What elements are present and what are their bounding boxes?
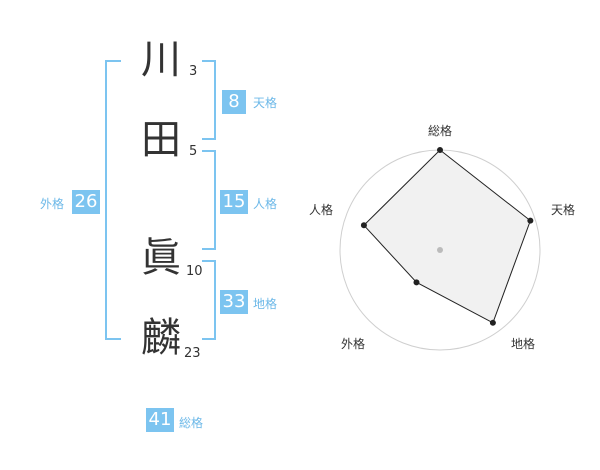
radar-shape xyxy=(363,149,531,324)
tenkaku-value-badge: 8 xyxy=(222,90,246,114)
name-char-2: 田 xyxy=(141,117,181,163)
radar-point-1 xyxy=(437,147,443,153)
jinkaku-label: 人格 xyxy=(253,197,278,211)
radar-label-chikaku: 地格 xyxy=(511,337,536,351)
radar-point-4 xyxy=(413,279,420,286)
gaikaku-label: 外格 xyxy=(40,197,65,211)
radar-label-gaikaku: 外格 xyxy=(341,337,366,351)
chikaku-label: 地格 xyxy=(253,297,278,311)
stroke-count-1: 3 xyxy=(189,64,198,79)
tenkaku-label: 天格 xyxy=(253,96,278,110)
radar-point-3 xyxy=(489,319,496,326)
radar-points xyxy=(360,147,534,326)
radar-label-tenkaku: 天格 xyxy=(551,203,576,217)
radar-point-2 xyxy=(527,217,534,224)
radar-point-5 xyxy=(360,222,367,229)
name-char-4: 麟 xyxy=(141,315,181,361)
chikaku-value-badge: 33 xyxy=(220,290,248,314)
name-char-1: 川 xyxy=(141,37,181,83)
jinkaku-value-badge: 15 xyxy=(220,190,248,214)
name-char-3: 眞 xyxy=(141,235,181,281)
stroke-count-2: 5 xyxy=(189,144,198,159)
soukaku-value-badge: 41 xyxy=(146,408,174,432)
chikaku-bracket xyxy=(202,260,216,340)
radar-label-jinkaku: 人格 xyxy=(309,203,334,217)
jinkaku-bracket xyxy=(202,150,216,250)
stroke-count-3: 10 xyxy=(186,264,203,279)
soukaku-label: 総格 xyxy=(179,416,204,430)
gaikaku-value-badge: 26 xyxy=(72,190,100,214)
stroke-count-4: 23 xyxy=(184,346,201,361)
radar-center-dot xyxy=(437,247,443,253)
tenkaku-bracket xyxy=(202,60,216,140)
gaikaku-bracket xyxy=(105,60,121,340)
radar-label-soukaku: 総格 xyxy=(428,124,453,138)
